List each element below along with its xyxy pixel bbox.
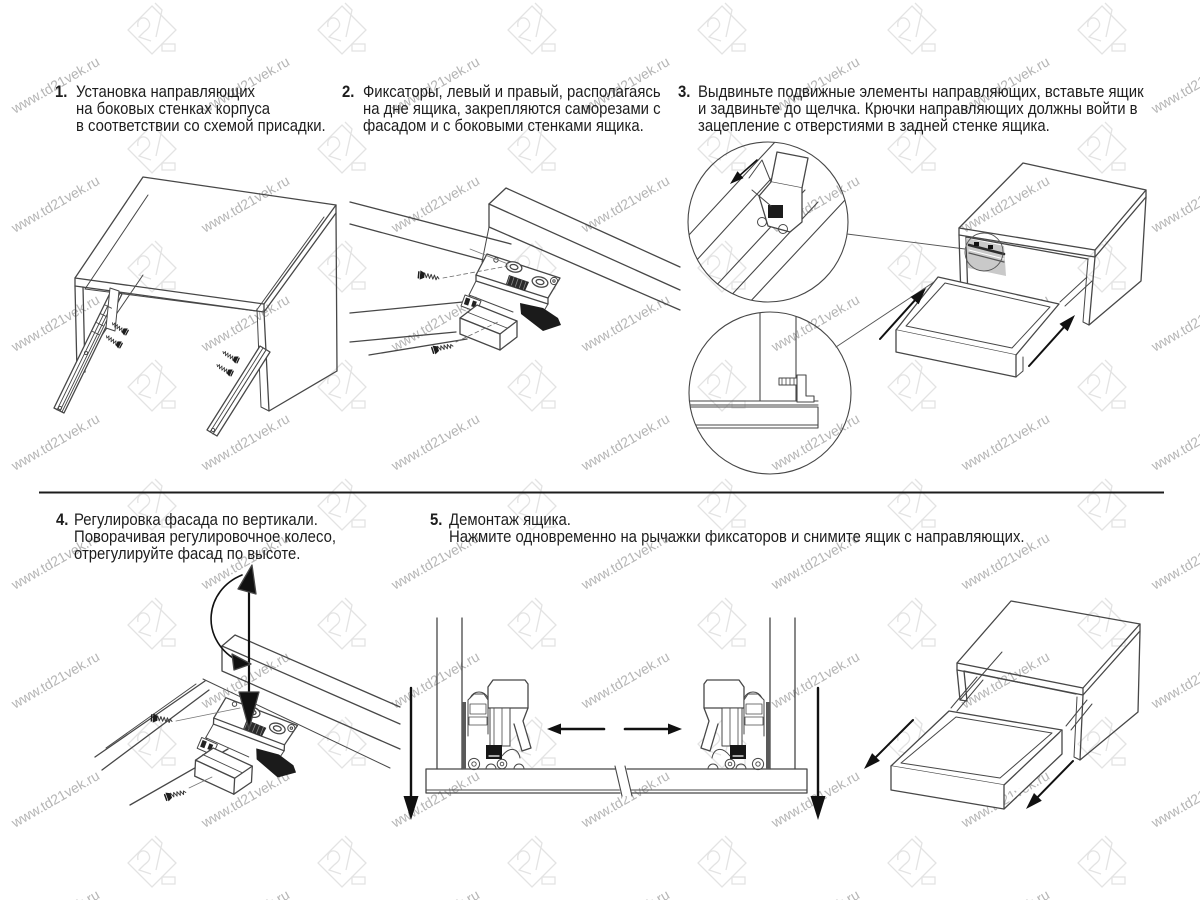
svg-text:www.td21vek.ru: www.td21vek.ru (1148, 767, 1200, 831)
svg-text:www.td21vek.ru: www.td21vek.ru (578, 410, 672, 474)
svg-text:www.td21vek.ru: www.td21vek.ru (578, 886, 672, 900)
svg-text:www.td21vek.ru: www.td21vek.ru (578, 648, 672, 712)
svg-text:www.td21vek.ru: www.td21vek.ru (1148, 410, 1200, 474)
svg-text:www.td21vek.ru: www.td21vek.ru (768, 886, 862, 900)
svg-text:www.td21vek.ru: www.td21vek.ru (8, 767, 102, 831)
svg-text:www.td21vek.ru: www.td21vek.ru (8, 648, 102, 712)
svg-text:www.td21vek.ru: www.td21vek.ru (768, 648, 862, 712)
svg-text:www.td21vek.ru: www.td21vek.ru (198, 172, 292, 236)
svg-text:www.td21vek.ru: www.td21vek.ru (8, 410, 102, 474)
svg-text:www.td21vek.ru: www.td21vek.ru (1148, 886, 1200, 900)
svg-text:www.td21vek.ru: www.td21vek.ru (958, 886, 1052, 900)
svg-text:www.td21vek.ru: www.td21vek.ru (388, 767, 482, 831)
svg-text:www.td21vek.ru: www.td21vek.ru (1148, 291, 1200, 355)
svg-text:www.td21vek.ru: www.td21vek.ru (198, 410, 292, 474)
svg-text:www.td21vek.ru: www.td21vek.ru (388, 410, 482, 474)
svg-text:www.td21vek.ru: www.td21vek.ru (388, 172, 482, 236)
svg-text:www.td21vek.ru: www.td21vek.ru (958, 410, 1052, 474)
svg-text:www.td21vek.ru: www.td21vek.ru (768, 410, 862, 474)
svg-text:www.td21vek.ru: www.td21vek.ru (388, 886, 482, 900)
svg-text:www.td21vek.ru: www.td21vek.ru (1148, 172, 1200, 236)
svg-text:www.td21vek.ru: www.td21vek.ru (1148, 53, 1200, 117)
svg-text:www.td21vek.ru: www.td21vek.ru (1148, 529, 1200, 593)
svg-text:www.td21vek.ru: www.td21vek.ru (8, 886, 102, 900)
svg-text:www.td21vek.ru: www.td21vek.ru (198, 886, 292, 900)
svg-text:www.td21vek.ru: www.td21vek.ru (1148, 648, 1200, 712)
svg-text:www.td21vek.ru: www.td21vek.ru (8, 172, 102, 236)
